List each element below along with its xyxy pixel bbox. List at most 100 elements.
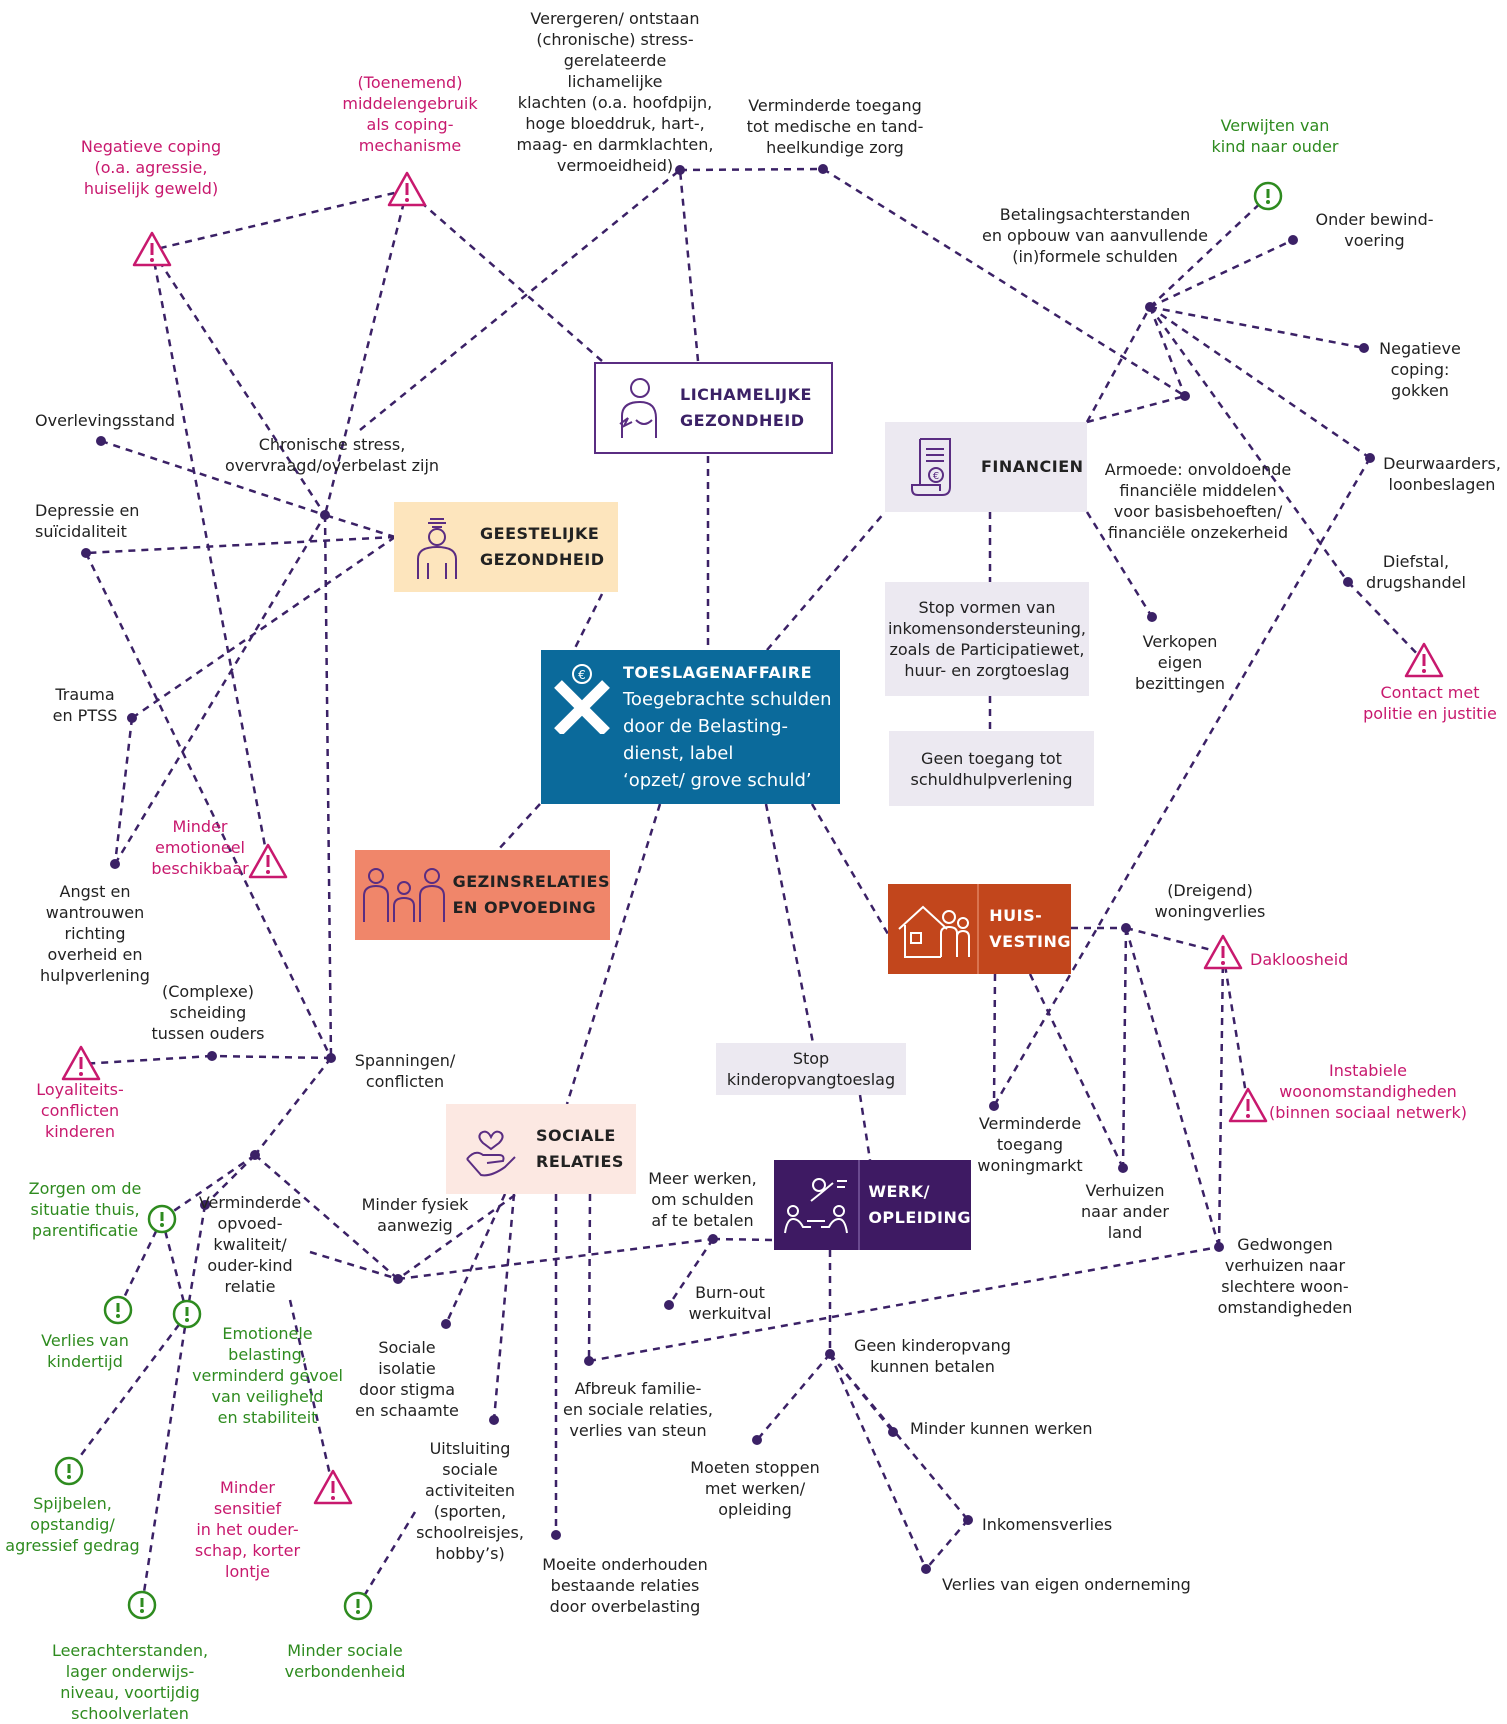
node-dot	[825, 1349, 835, 1359]
connector-line	[116, 1218, 164, 1311]
connector-line	[1217, 952, 1225, 1248]
connector-line	[572, 593, 604, 651]
connector-line	[492, 1193, 516, 1421]
connector-line	[288, 1299, 335, 1489]
label-geen-kinderopvang: Geen kinderopvang kunnen betalen	[854, 1336, 1011, 1376]
label-verergeren: Verergeren/ ontstaan (chronische) stress…	[516, 9, 714, 175]
label-zorgen-situatie: Zorgen om de situatie thuis, parentifica…	[28, 1179, 142, 1240]
node-dot	[127, 713, 137, 723]
node-dot	[1359, 343, 1369, 353]
node-dot	[551, 1530, 561, 1540]
box-financien: € FINANCIEN	[885, 422, 1087, 512]
node-dot	[110, 859, 120, 869]
connector-line	[254, 1057, 332, 1156]
label-burnout: Burn-out werkuitval	[688, 1283, 772, 1323]
connector-line	[113, 717, 134, 865]
connector-line	[565, 803, 662, 1105]
label-minder-verbondenheid: Minder sociale verbondenheid	[284, 1641, 406, 1681]
warning-triangle-icon	[1228, 1087, 1268, 1123]
exclamation-circle-icon	[54, 1456, 84, 1486]
label-complexe-scheiding: (Complexe) scheiding tussen ouders	[151, 982, 265, 1043]
label-uitsluiting: Uitsluiting sociale activiteiten (sporte…	[416, 1439, 524, 1563]
connector-line	[992, 457, 1372, 1107]
connector-line	[992, 973, 997, 1107]
label-diefstal: Diefstal, drugshandel	[1366, 552, 1466, 592]
hand-heart-icon	[446, 1104, 536, 1194]
label-instabiele: Instabiele woonomstandigheden (binnen so…	[1269, 1061, 1467, 1122]
connector-line	[323, 514, 333, 1059]
node-dot	[200, 1200, 210, 1210]
label-minder-sensitief: Minder sensitief in het ouder- schap, ko…	[194, 1478, 301, 1581]
label-armoede: Armoede: onvoldoende financiële middelen…	[1104, 460, 1292, 542]
label-meer-werken: Meer werken, om schulden af te betalen	[648, 1169, 757, 1230]
center-text: Toegebrachte schulden door de Belasting-…	[623, 689, 832, 791]
connector-line	[140, 1313, 189, 1606]
label-emotionele-belasting: Emotionele belasting, verminderd gevoel …	[192, 1324, 343, 1427]
node-dot	[96, 436, 106, 446]
connector-line	[858, 1094, 872, 1161]
center-title: TOESLAGENAFFAIRE	[623, 663, 812, 682]
exclamation-circle-icon	[147, 1204, 177, 1234]
label-contact-politie: Contact met politie en justitie	[1363, 683, 1497, 723]
family-icon	[355, 850, 453, 940]
connector-line	[113, 514, 327, 865]
note-geen-schuldhulp: Geen toegang tot schuldhulpverlening	[889, 731, 1094, 806]
exclamation-circle-icon	[127, 1590, 157, 1620]
connector-line	[497, 803, 541, 851]
connector-line	[712, 1237, 775, 1242]
house-people-icon	[888, 884, 980, 974]
connector-line	[444, 1193, 507, 1325]
node-dot	[1180, 391, 1190, 401]
connector-line	[588, 1245, 1220, 1363]
label-leerachterstanden: Leerachterstanden, lager onderwijs- nive…	[51, 1641, 209, 1723]
warning-triangle-icon	[248, 843, 288, 879]
exclamation-circle-icon	[103, 1295, 133, 1325]
connector-line	[1125, 926, 1224, 955]
label-woningverlies: (Dreigend) woningverlies	[1154, 881, 1266, 921]
connector-line	[756, 1353, 831, 1441]
connector-line	[185, 1204, 207, 1315]
connector-line	[1148, 306, 1187, 397]
label-verkopen: Verkopen eigen bezittingen	[1134, 632, 1226, 693]
node-dot	[675, 165, 685, 175]
connector-line	[1347, 581, 1425, 662]
node-dot	[1147, 612, 1157, 622]
connector-line	[397, 1193, 516, 1281]
financien-title: FINANCIEN	[981, 457, 1084, 476]
connector-line	[667, 1238, 715, 1306]
warning-triangle-icon	[313, 1469, 353, 1505]
connector-line	[822, 167, 1186, 398]
connector-line	[406, 189, 603, 362]
node-dot	[441, 1319, 451, 1329]
label-gedwongen: Gedwongen verhuizen naar slechtere woon-…	[1217, 1235, 1353, 1317]
warning-triangle-icon	[132, 231, 172, 267]
svg-text:€: €	[578, 668, 586, 682]
connector-line	[1121, 927, 1128, 1169]
warning-triangle-icon	[1404, 642, 1444, 678]
connector-line	[254, 1154, 399, 1280]
label-verminderde-opvoed: Verminderde opvoed- kwaliteit/ ouder-kin…	[198, 1193, 302, 1296]
connector-line	[151, 188, 408, 252]
connector-line	[68, 1313, 188, 1472]
node-dot	[326, 1053, 336, 1063]
connector-line	[84, 552, 333, 1059]
connector-line	[1149, 305, 1365, 350]
geestelijke-title: GEESTELIJKE GEZONDHEID	[480, 524, 605, 569]
label-minder-fysiek: Minder fysiek aanwezig	[361, 1195, 469, 1235]
node-dot	[921, 1564, 931, 1574]
node-dot	[989, 1101, 999, 1111]
connector-line	[161, 1153, 256, 1221]
label-minder-emotioneel: Minder emotioneel beschikbaar	[151, 817, 249, 878]
connector-line	[587, 1193, 592, 1362]
label-betalingsachterstanden: Betalingsachterstanden en opbouw van aan…	[981, 205, 1208, 266]
head-stress-icon	[394, 502, 480, 592]
box-geestelijke-gezondheid: GEESTELIJKE GEZONDHEID	[394, 502, 618, 592]
label-chronische-stress: Chronische stress, overvraagd/overbelast…	[224, 435, 440, 475]
gezinsrelaties-title: GEZINSRELATIES EN OPVOEDING	[452, 872, 610, 917]
label-spijbelen: Spijbelen, opstandig/ agressief gedrag	[5, 1494, 140, 1555]
work-people-icon	[774, 1160, 861, 1250]
label-minder-kunnen: Minder kunnen werken	[910, 1419, 1093, 1438]
node-dot	[1118, 1163, 1128, 1173]
connector-line	[1028, 973, 1125, 1169]
label-loyaliteit: Loyaliteits- conflicten kinderen	[36, 1080, 124, 1141]
